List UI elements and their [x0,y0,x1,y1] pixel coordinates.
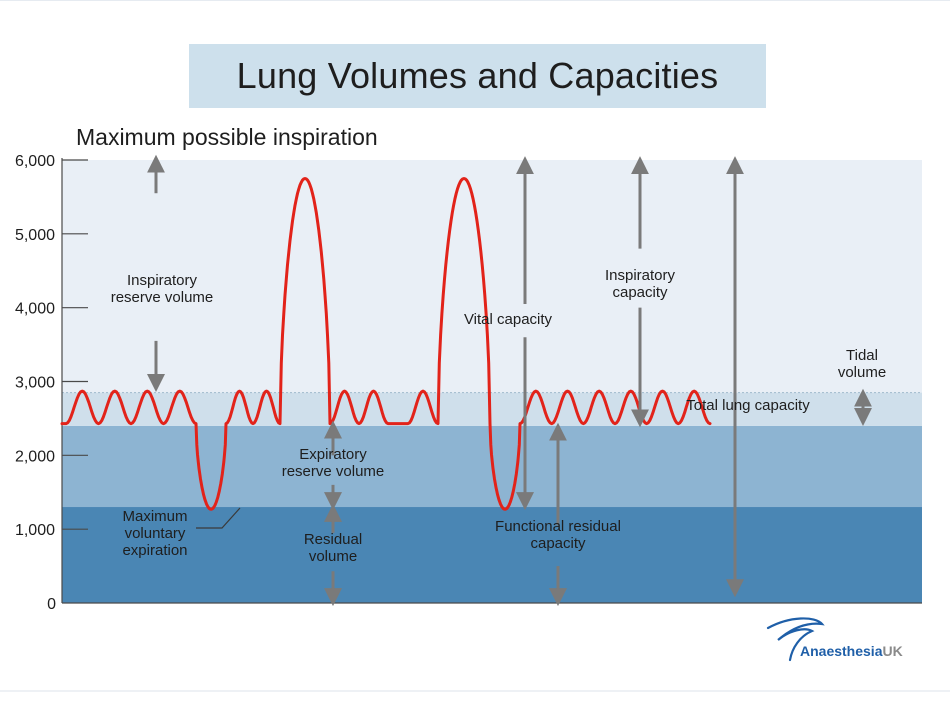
ic-label-line2: capacity [612,284,668,301]
frc-label-line2: capacity [530,535,586,552]
residual-volume-band [62,507,922,603]
irv-label-line1: Inspiratory [127,272,198,289]
volume-bands [62,160,922,603]
y-tick-label: 1,000 [15,522,55,539]
y-axis: 6,000 5,000 4,000 3,000 2,000 1,000 0 [15,153,922,613]
bottom-rule [0,690,950,692]
measurement-arrows [147,154,872,607]
y-tick-label: 2,000 [15,448,55,465]
y-tick-label: 6,000 [15,153,55,170]
title-box: Lung Volumes and Capacities [189,44,766,108]
mve-leader-line [196,507,241,529]
ic-label-line1: Inspiratory [605,267,676,284]
tidal-volume-label-line1: Tidal [846,347,878,364]
tidal-band [62,392,922,426]
rv-label-line2: volume [309,548,357,565]
anaesthesia-uk-logo: AnaesthesiaUK [766,617,903,662]
vital-capacity-label: Vital capacity [464,311,553,328]
diagram-title: Lung Volumes and Capacities [236,55,719,96]
inspiratory-reserve-band [62,160,922,393]
y-tick-label: 5,000 [15,227,55,244]
top-rule [0,0,950,1]
y-tick-label: 3,000 [15,375,55,392]
rv-label-line1: Residual [304,531,362,548]
total-lung-capacity-label: Total lung capacity [686,397,810,414]
y-tick-label: 4,000 [15,301,55,318]
erv-label-line2: reserve volume [282,463,385,480]
frc-label-line1: Functional residual [495,518,621,535]
irv-label-line2: reserve volume [111,289,214,306]
y-tick-label: 0 [47,596,56,613]
mve-label-line3: expiration [122,542,187,559]
tidal-volume-label-line2: volume [838,364,886,381]
erv-label-line1: Expiratory [299,446,367,463]
mve-label-line2: voluntary [125,525,186,542]
logo-swoosh-icon [766,617,825,662]
breathing-trace [60,177,712,511]
mve-label-line1: Maximum [122,508,187,525]
max-inspiration-label: Maximum possible inspiration [76,124,378,150]
logo-text-anaesthesia: AnaesthesiaUK [800,643,903,659]
